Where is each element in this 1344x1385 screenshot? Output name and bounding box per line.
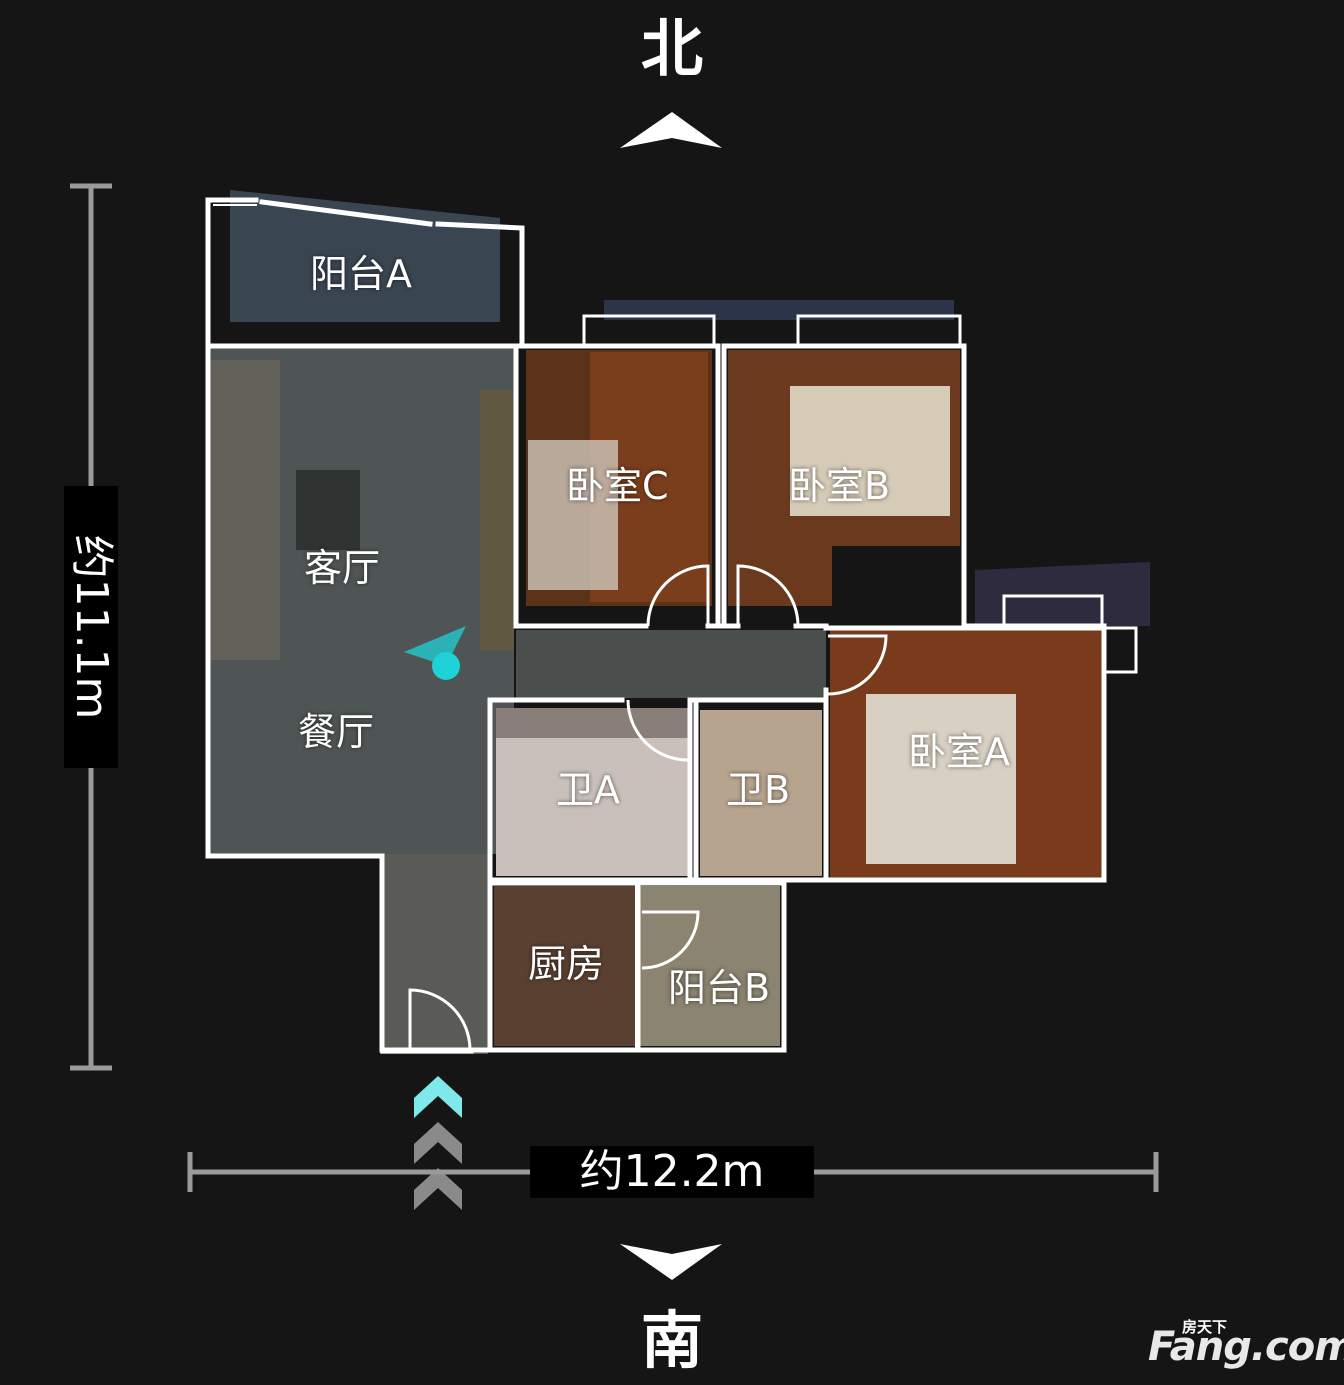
compass-south-label: 南 — [640, 1304, 703, 1377]
entry-corridor-floor — [380, 854, 488, 1054]
walls — [205, 197, 1138, 1054]
watermark-logo: 房天下 Fang.com — [1148, 1316, 1344, 1376]
watermark-main-text: Fang.com — [1148, 1324, 1344, 1370]
watermark-small-text: 房天下 — [1182, 1318, 1228, 1336]
room-label-living-room[interactable]: 客厅 — [304, 546, 381, 590]
entrance-chevrons[interactable] — [414, 1076, 462, 1210]
doors — [408, 564, 888, 1051]
chevron-up-icon[interactable] — [414, 1076, 462, 1118]
chevron-up-icon[interactable] — [414, 1168, 462, 1210]
room-label-bathroom-b[interactable]: 卫B — [726, 768, 791, 812]
room-label-kitchen[interactable]: 厨房 — [528, 942, 605, 986]
bathroom-b-floor — [700, 710, 822, 876]
height-dimension-label: 约11.1m — [66, 534, 117, 720]
room-label-balcony-b[interactable]: 阳台B — [668, 966, 771, 1010]
room-label-bedroom-c[interactable]: 卧室C — [566, 464, 669, 508]
chevron-up-icon[interactable] — [414, 1122, 462, 1164]
door-balcony-b — [641, 910, 700, 970]
north-arrow-icon[interactable] — [620, 112, 722, 148]
compass-north-label: 北 — [640, 12, 703, 85]
kitchen-floor — [494, 886, 636, 1046]
room-label-balcony-a[interactable]: 阳台A — [310, 252, 412, 296]
room-label-bathroom-a[interactable]: 卫A — [556, 768, 620, 812]
door-entrance — [408, 988, 472, 1051]
current-location-dot[interactable] — [432, 652, 460, 680]
room-label-bedroom-a[interactable]: 卧室A — [908, 730, 1010, 774]
south-arrow-icon[interactable] — [620, 1244, 722, 1280]
width-dimension-label: 约12.2m — [530, 1146, 814, 1198]
hallway-floor — [516, 630, 826, 698]
door-bedroom-a — [827, 634, 888, 696]
room-label-bedroom-b[interactable]: 卧室B — [788, 464, 891, 508]
door-bedroom-b — [736, 564, 800, 627]
room-label-dining-room[interactable]: 餐厅 — [298, 710, 375, 754]
height-dimension-label-box: 约11.1m — [64, 486, 118, 768]
door-bedroom-c — [646, 564, 710, 627]
room-textures — [210, 190, 1150, 1054]
door-bathroom-a — [626, 699, 692, 762]
position-marker[interactable] — [404, 626, 466, 680]
